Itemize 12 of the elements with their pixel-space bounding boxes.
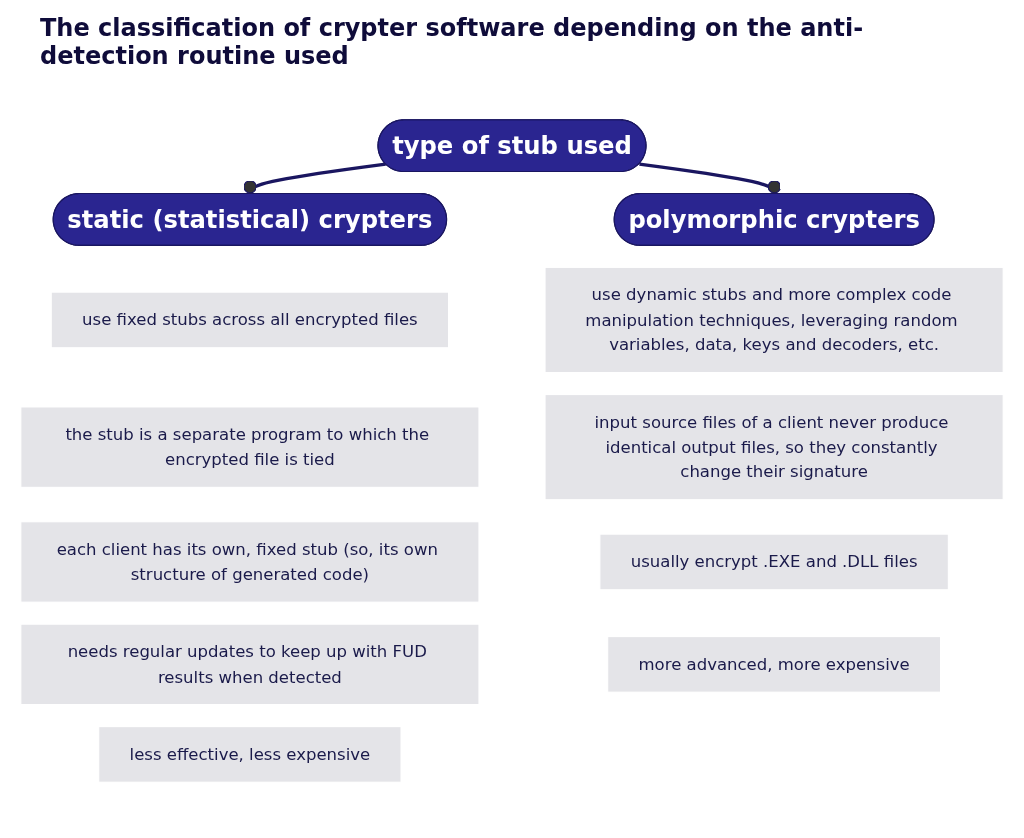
node-box: the stub is a separate program to which the encrypted file is tied [20,406,480,488]
node-box: use dynamic stubs and more complex code manipulation techniques, leveraging random variables, data, keys and decoders, etc. [544,266,1004,374]
connector [639,162,781,195]
node-box: usually encrypt .EXE and .DLL files [599,533,949,591]
node-box: each client has its own, fixed stub (so, its own structure of generated code) [20,521,480,603]
title: The classification of crypter software depending on the anti-detection routine used [40,14,865,70]
node-box: input source files of a client never produce identical output files, so they constantly change their signature [544,394,1004,501]
node-box: use fixed stubs across all encrypted files [50,291,450,349]
node-box: less effective, less expensive [98,726,402,783]
node-box: more advanced, more expensive [607,636,942,693]
node-box: needs regular updates to keep up with FUD results when detected [20,623,480,706]
connector [243,162,386,195]
